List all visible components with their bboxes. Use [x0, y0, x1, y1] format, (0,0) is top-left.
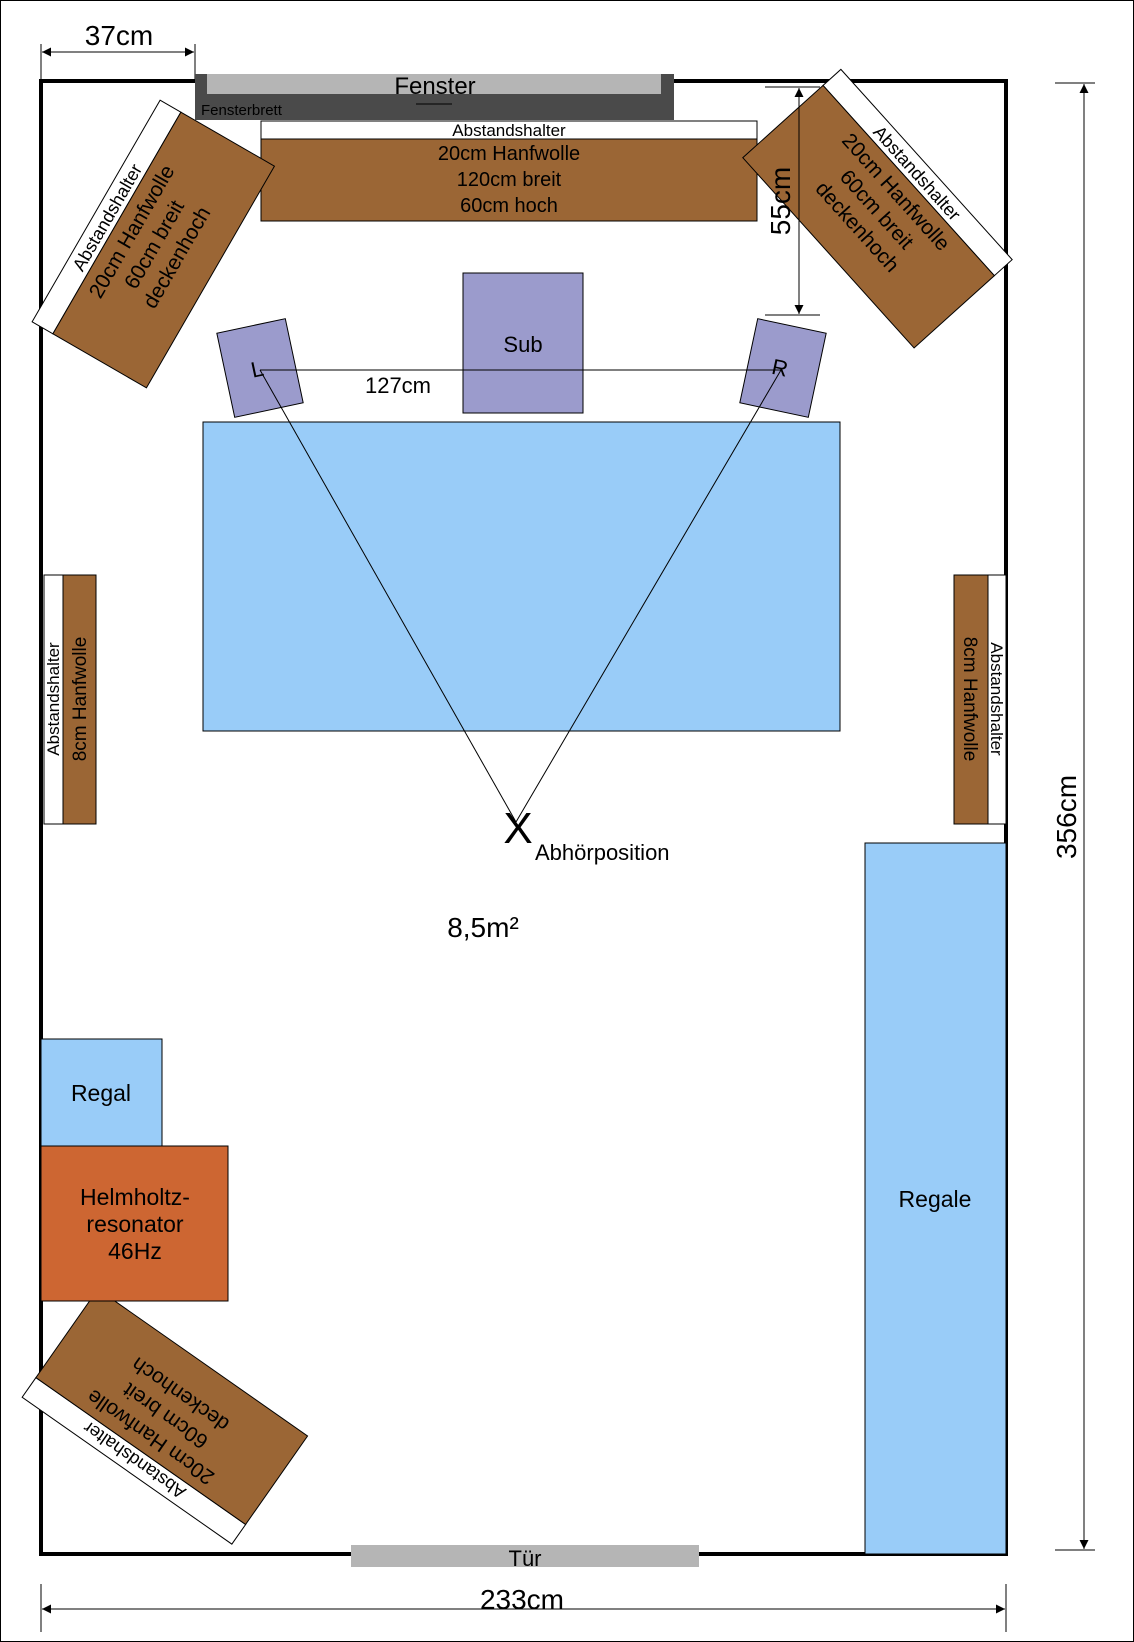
window: Fenster Fensterbrett	[195, 73, 674, 120]
front-absorber-panel	[260, 138, 758, 222]
helmholtz-resonator-line1: Helmholtz-	[80, 1184, 190, 1210]
side-absorber-right: Abstandshalter 8cm Hanfwolle	[953, 574, 1007, 825]
shelf-small: Regal	[40, 1038, 163, 1147]
window-pane	[207, 74, 661, 94]
dimension-room-depth-label: 356cm	[1051, 775, 1082, 859]
dimension-left-gap-label: 37cm	[85, 20, 153, 51]
speaker-left-box	[216, 318, 304, 418]
room-area-label: 8,5m²	[447, 912, 519, 943]
corner-absorber-bottom-left: Abstandshalter 20cm Hanfwolle 60cm breit…	[21, 1288, 309, 1545]
dimension-speaker-distance-label: 55cm	[765, 167, 796, 235]
subwoofer-label: Sub	[503, 332, 542, 357]
side-absorber-left-spacer-label: Abstandshalter	[44, 642, 63, 756]
speaker-left: L	[216, 318, 304, 418]
dimension-left-gap: 37cm	[40, 20, 196, 80]
shelf-small-box	[40, 1038, 163, 1147]
corner-absorber-top-left-panel	[52, 111, 276, 389]
speaker-right-label: R	[770, 354, 791, 382]
front-absorber: Abstandshalter 20cm Hanfwolle 120cm brei…	[260, 120, 758, 222]
shelves-large-label: Regale	[899, 1186, 972, 1212]
window-label: Fenster	[394, 73, 475, 100]
subwoofer-box	[462, 272, 584, 414]
speaker-spacing-label: 127cm	[365, 373, 431, 398]
front-absorber-spacer-label: Abstandshalter	[452, 121, 566, 140]
helmholtz-resonator: Helmholtz- resonator 46Hz	[40, 1145, 229, 1302]
door: Tür	[351, 1545, 699, 1571]
front-absorber-line1: 20cm Hanfwolle	[438, 143, 580, 165]
front-absorber-line2: 120cm breit	[457, 169, 562, 191]
right-listening-line	[515, 369, 782, 823]
dimension-speaker-distance: 55cm	[765, 86, 820, 316]
shelf-small-label: Regal	[71, 1080, 131, 1106]
desk	[202, 421, 841, 732]
helmholtz-resonator-box	[40, 1145, 229, 1302]
helmholtz-resonator-line3: 46Hz	[108, 1238, 162, 1264]
left-listening-line	[259, 369, 517, 823]
side-absorber-right-spacer-label: Abstandshalter	[987, 642, 1006, 756]
speaker-right-box	[739, 318, 827, 418]
door-label: Tür	[509, 1546, 542, 1571]
side-absorber-left-label: 8cm Hanfwolle	[70, 637, 91, 762]
subwoofer: Sub	[462, 272, 584, 414]
front-absorber-line3: 60cm hoch	[460, 195, 558, 217]
side-absorber-left: Abstandshalter 8cm Hanfwolle	[43, 574, 97, 825]
speaker-left-label: L	[249, 356, 266, 383]
window-sill-label: Fensterbrett	[201, 102, 283, 119]
helmholtz-resonator-line2: resonator	[86, 1211, 184, 1237]
dimension-room-width-label: 233cm	[480, 1584, 564, 1615]
side-absorber-left-panel	[62, 574, 97, 825]
door-opening	[351, 1545, 699, 1567]
side-absorber-right-label: 8cm Hanfwolle	[959, 637, 980, 762]
corner-absorber-top-right-panel	[742, 84, 996, 349]
side-absorber-right-panel	[953, 574, 989, 825]
stereo-triangle: 127cm	[259, 369, 782, 823]
dimension-room-depth: 356cm	[1051, 82, 1095, 1551]
shelves-large: Regale	[864, 842, 1007, 1555]
shelves-large-box	[864, 842, 1007, 1555]
dimension-room-width: 233cm	[40, 1584, 1007, 1632]
corner-absorber-top-right: Abstandshalter 20cm Hanfwolle 60cm breit…	[742, 68, 1013, 349]
listening-position-marker: X	[503, 804, 532, 853]
speaker-right: R	[739, 318, 827, 418]
corner-absorber-bottom-left-panel	[35, 1288, 309, 1526]
listening-position: X Abhörposition	[503, 804, 669, 865]
listening-position-label: Abhörposition	[535, 840, 670, 865]
